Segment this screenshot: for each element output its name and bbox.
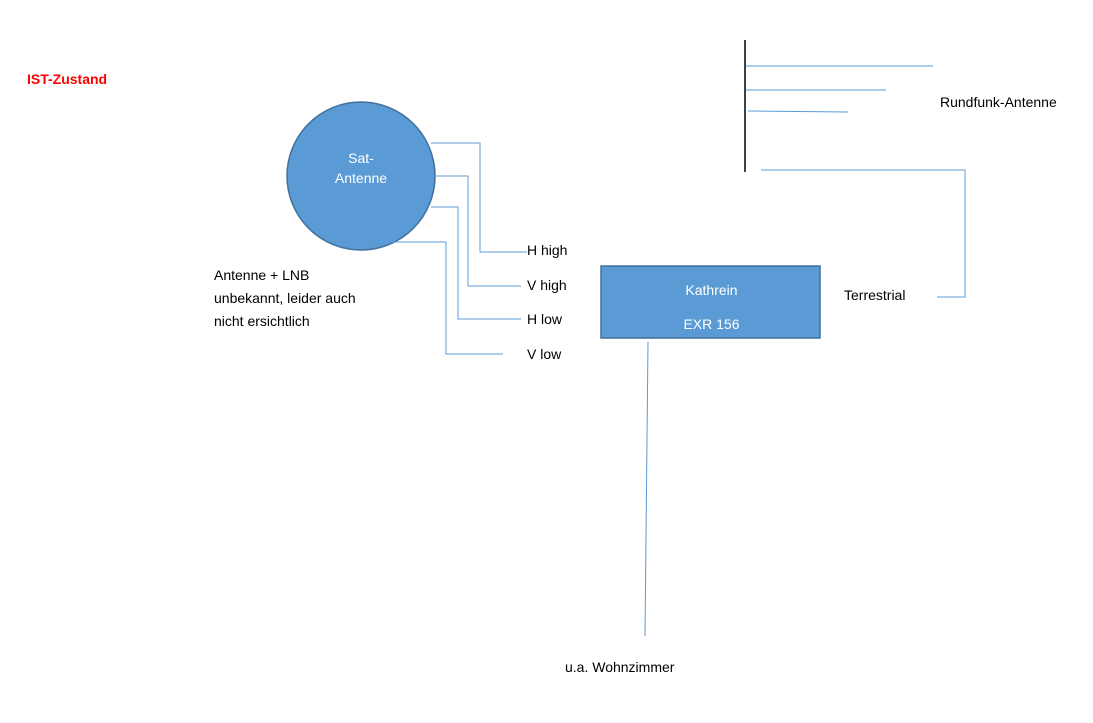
- sat-antenna-shape[interactable]: [286, 101, 436, 251]
- lnb-output-h-low: H low: [527, 311, 563, 327]
- antenna-note-line3: nicht ersichtlich: [214, 313, 310, 329]
- output-label: u.a. Wohnzimmer: [565, 659, 675, 675]
- sat-antenna-label: Sat- Antenne: [287, 148, 435, 188]
- terrestrial-connector: [761, 169, 966, 298]
- radio-antenna-label: Rundfunk-Antenne: [940, 94, 1057, 110]
- receiver-label: Kathrein EXR 156: [601, 273, 822, 341]
- lnb-output-h-high: H high: [527, 242, 568, 258]
- sat-antenna-label-line2: Antenne: [334, 170, 388, 186]
- connector-h-high: [431, 142, 527, 253]
- antenna-note-line1: Antenne + LNB: [214, 267, 310, 283]
- antenna-element-3: [747, 110, 849, 113]
- lnb-output-v-low: V low: [527, 346, 562, 362]
- connector-h-low: [431, 206, 521, 320]
- page-title: IST-Zustand: [27, 71, 108, 87]
- connector-v-low: [385, 241, 503, 355]
- antenna-note-line2: unbekannt, leider auch: [214, 290, 356, 306]
- connector-v-high: [436, 175, 521, 287]
- receiver-label-line2: EXR 156: [683, 316, 740, 332]
- terrestrial-label: Terrestrial: [844, 287, 906, 303]
- antenna-note: Antenne + LNB unbekannt, leider auch nic…: [214, 264, 356, 333]
- lnb-output-v-high: V high: [527, 277, 567, 293]
- receiver-label-line1: Kathrein: [685, 282, 738, 298]
- receiver-box[interactable]: [600, 265, 821, 339]
- output-line: [644, 341, 649, 637]
- sat-antenna-label-line1: Sat-: [348, 150, 374, 166]
